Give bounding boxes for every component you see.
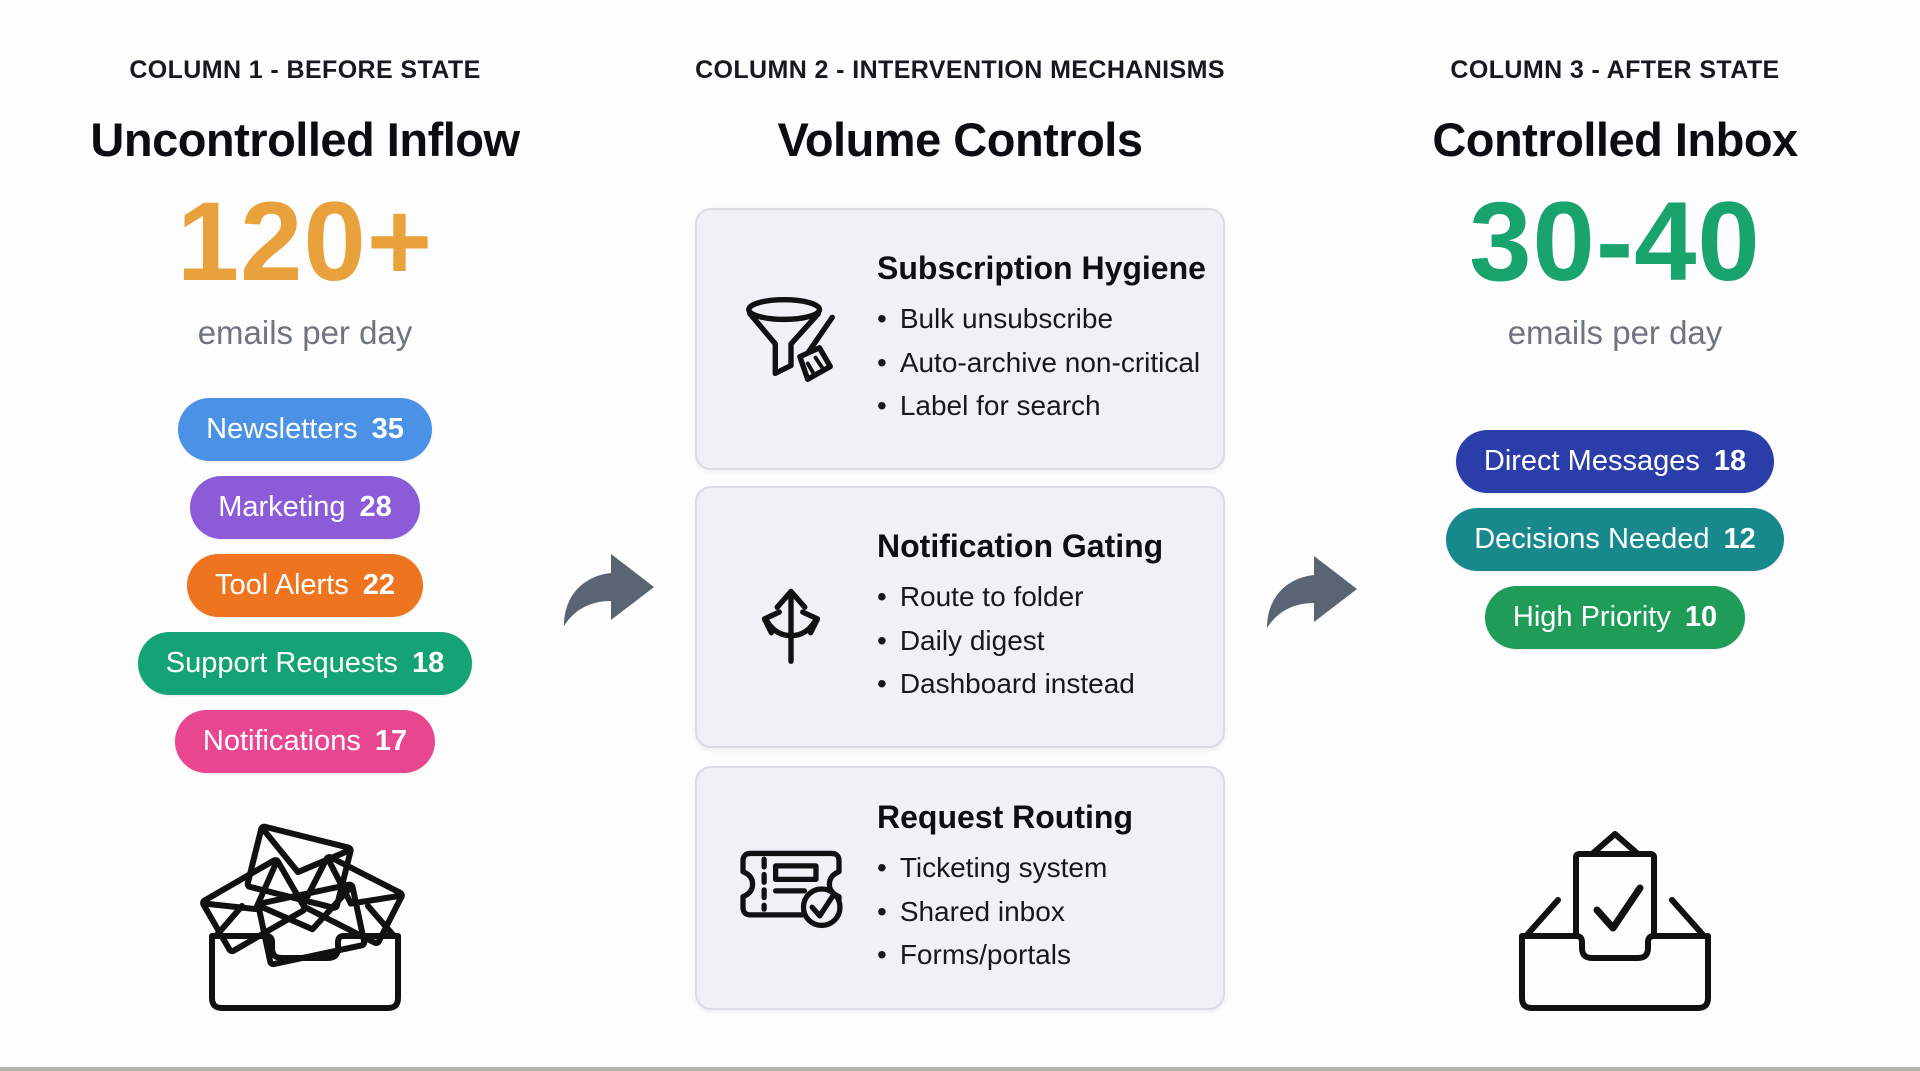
- after-metric-value: 30-40: [1469, 179, 1761, 304]
- card-body: Request Routing Ticketing system Shared …: [857, 799, 1211, 976]
- pill-label: Support Requests: [165, 647, 398, 679]
- pill-count: 10: [1684, 601, 1718, 633]
- pill-count: 17: [374, 725, 408, 757]
- pill-count: 12: [1723, 523, 1756, 555]
- before-column: COLUMN 1 - BEFORE STATE Uncontrolled Inf…: [40, 0, 570, 1071]
- pill-count: 18: [1713, 445, 1747, 477]
- ticket-check-icon: [725, 840, 857, 936]
- card-bullet: Label for search: [877, 384, 1211, 427]
- pill-label: Newsletters: [206, 413, 358, 445]
- card-notification-gating: Notification Gating Route to folder Dail…: [695, 486, 1225, 748]
- card-request-routing: Request Routing Ticketing system Shared …: [695, 766, 1225, 1010]
- pill-label: Notifications: [202, 725, 361, 757]
- before-metric-value: 120+: [176, 179, 434, 304]
- pill-count: 22: [362, 569, 396, 601]
- after-metric-caption: emails per day: [1507, 314, 1723, 351]
- pill-tool-alerts: Tool Alerts 22: [186, 554, 424, 617]
- pill-marketing: Marketing 28: [190, 476, 420, 539]
- card-bullet: Ticketing system: [877, 846, 1211, 889]
- branch-arrows-icon: [725, 563, 857, 671]
- before-kicker: COLUMN 1 - BEFORE STATE: [129, 56, 481, 84]
- pill-notifications: Notifications 17: [174, 710, 436, 773]
- interventions-title: Volume Controls: [777, 113, 1143, 166]
- pill-newsletters: Newsletters 35: [178, 398, 432, 461]
- card-body: Notification Gating Route to folder Dail…: [857, 528, 1211, 705]
- pill-label: Marketing: [218, 491, 346, 523]
- before-pill-list: Newsletters 35 Marketing 28 Tool Alerts …: [40, 398, 570, 773]
- flow-arrow-icon: [1259, 544, 1363, 634]
- interventions-column: COLUMN 2 - INTERVENTION MECHANISMS Volum…: [660, 0, 1260, 1071]
- card-bullet: Dashboard instead: [877, 662, 1211, 705]
- bottom-edge-line: [0, 1067, 1920, 1071]
- card-bullet: Forms/portals: [877, 933, 1211, 976]
- flow-arrow-icon: [556, 542, 660, 632]
- card-subscription-hygiene: Subscription Hygiene Bulk unsubscribe Au…: [695, 208, 1225, 470]
- after-pill-list: Direct Messages 18 Decisions Needed 12 H…: [1350, 430, 1880, 649]
- pill-label: Tool Alerts: [214, 569, 349, 601]
- pill-count: 35: [371, 413, 404, 445]
- after-column: COLUMN 3 - AFTER STATE Controlled Inbox …: [1350, 0, 1880, 1071]
- card-body: Subscription Hygiene Bulk unsubscribe Au…: [857, 250, 1211, 427]
- card-bullet: Daily digest: [877, 619, 1211, 662]
- card-title: Request Routing: [877, 799, 1133, 836]
- pill-count: 28: [359, 491, 392, 523]
- card-title: Notification Gating: [877, 528, 1164, 565]
- inbox-check-icon: [1510, 818, 1720, 1018]
- card-bullet: Shared inbox: [877, 890, 1211, 933]
- before-title: Uncontrolled Inflow: [90, 113, 520, 166]
- pill-support-requests: Support Requests 18: [137, 632, 473, 695]
- card-bullet: Route to folder: [877, 575, 1211, 618]
- card-bullet: Auto-archive non-critical: [877, 341, 1211, 384]
- before-metric-caption: emails per day: [197, 314, 413, 351]
- pill-count: 18: [411, 647, 445, 679]
- card-title: Subscription Hygiene: [877, 250, 1206, 287]
- pill-high-priority: High Priority 10: [1484, 586, 1746, 649]
- interventions-kicker: COLUMN 2 - INTERVENTION MECHANISMS: [695, 56, 1225, 84]
- funnel-broom-icon: [725, 285, 857, 393]
- pill-decisions-needed: Decisions Needed 12: [1446, 508, 1784, 571]
- overflowing-inbox-icon: [200, 818, 410, 1018]
- pill-label: Decisions Needed: [1474, 523, 1710, 555]
- pill-label: Direct Messages: [1483, 445, 1700, 477]
- after-kicker: COLUMN 3 - AFTER STATE: [1450, 56, 1780, 84]
- after-title: Controlled Inbox: [1432, 113, 1798, 166]
- pill-label: High Priority: [1512, 601, 1671, 633]
- pill-direct-messages: Direct Messages 18: [1455, 430, 1775, 493]
- card-bullet: Bulk unsubscribe: [877, 297, 1211, 340]
